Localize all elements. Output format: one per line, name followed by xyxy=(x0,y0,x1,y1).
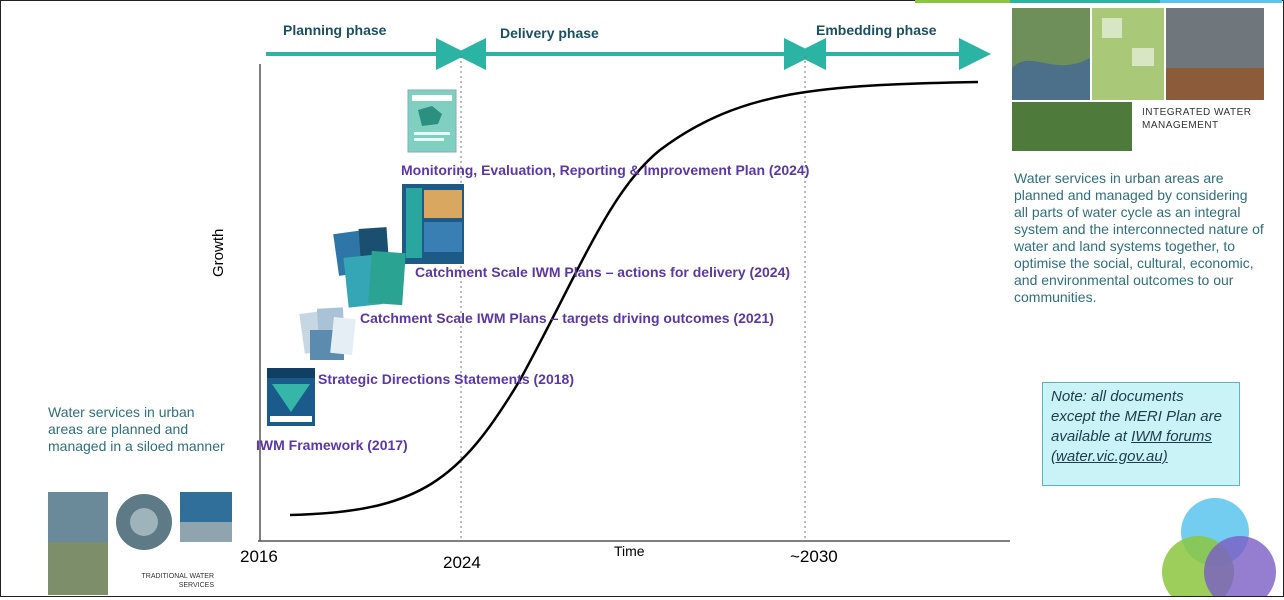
venn-diagram xyxy=(1162,498,1276,596)
doc-label-actions-for-delivery: Catchment Scale IWM Plans – actions for … xyxy=(415,264,791,280)
x-axis-label: Time xyxy=(614,543,645,559)
note-text: Note: all documents except the MERI Plan… xyxy=(1051,388,1222,445)
right-description: Water services in urban areas are planne… xyxy=(1014,170,1264,305)
tick-2030: ~2030 xyxy=(790,547,838,566)
strategic-directions-thumbnail xyxy=(267,368,315,426)
top-accent-blue xyxy=(1160,0,1282,3)
s-curve xyxy=(289,80,979,517)
note-box: Note: all documents except the MERI Plan… xyxy=(1042,382,1240,486)
top-accent-green xyxy=(915,0,1010,3)
planning-phase-label: Planning phase xyxy=(283,22,387,38)
embedding-phase-label: Embedding phase xyxy=(816,22,937,38)
y-axis-label: Growth xyxy=(210,228,227,277)
actions-plans-thumbnails xyxy=(333,184,464,308)
traditional-services-image: TRADITIONAL WATER SERVICES xyxy=(48,492,232,595)
tick-2024: 2024 xyxy=(443,553,481,572)
doc-label-iwm-framework: IWM Framework (2017) xyxy=(256,437,408,453)
targets-plans-thumbnails xyxy=(299,307,356,360)
meri-plan-thumbnail xyxy=(407,89,457,153)
doc-label-targets-driving-outcomes: Catchment Scale IWM Plans – targets driv… xyxy=(360,310,774,326)
tick-2016: 2016 xyxy=(240,547,278,566)
traditional-services-caption: TRADITIONAL WATER SERVICES xyxy=(141,573,214,589)
doc-label-meri-plan: Monitoring, Evaluation, Reporting & Impr… xyxy=(401,162,810,178)
iwm-collage-caption: INTEGRATED WATER MANAGEMENT xyxy=(1142,107,1252,131)
iwm-collage-image: INTEGRATED WATER MANAGEMENT xyxy=(1012,8,1264,151)
top-accent-teal xyxy=(1010,0,1160,3)
delivery-phase-label: Delivery phase xyxy=(500,25,599,41)
doc-label-strategic-directions: Strategic Directions Statements (2018) xyxy=(318,371,574,387)
left-description: Water services in urban areas are planne… xyxy=(48,404,225,454)
iwm-forums-link[interactable]: IWM forums (water.vic.gov.au) xyxy=(1051,428,1212,465)
venn-circle-purple xyxy=(1204,536,1276,596)
